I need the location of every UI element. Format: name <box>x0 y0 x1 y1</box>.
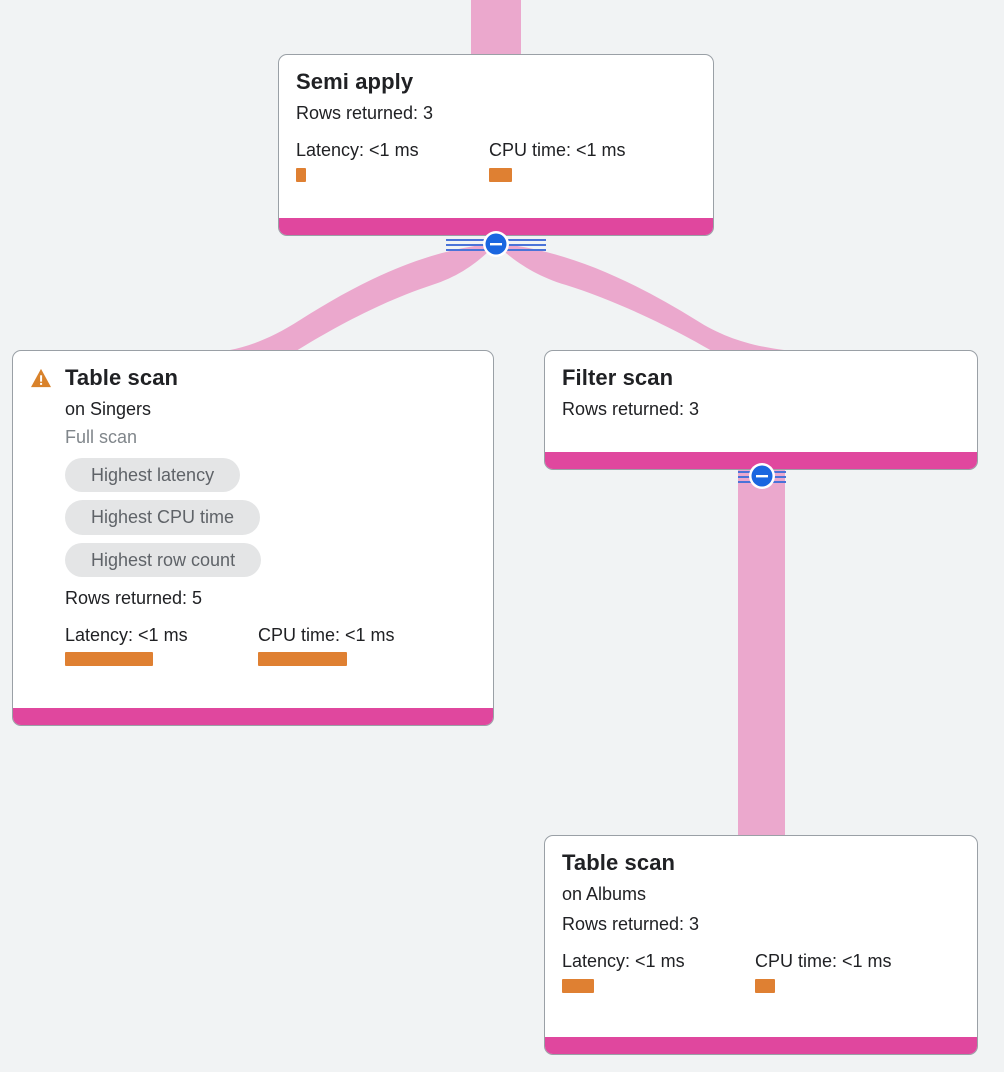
node-filter-scan[interactable]: Filter scan Rows returned: 3 <box>544 350 978 470</box>
metric-bar-cpu-time <box>755 978 775 993</box>
node-status-bar <box>545 1037 977 1054</box>
node-title: Table scan <box>65 365 179 390</box>
minus-icon <box>490 243 502 246</box>
rows-returned: Rows returned: 3 <box>562 914 700 935</box>
metrics-row: Latency: <1 ms CPU time: <1 ms <box>65 625 476 667</box>
metric-latency: Latency: <1 ms <box>65 625 258 667</box>
node-title-row: Semi apply <box>296 69 696 94</box>
rows-returned: Rows returned: 3 <box>296 103 434 124</box>
node-details: on Singers Full scan Highest latency Hig… <box>30 396 476 667</box>
metric-cpu-time: CPU time: <1 ms <box>755 951 892 993</box>
rows-returned: Rows returned: 3 <box>562 399 700 420</box>
node-title: Filter scan <box>562 365 674 390</box>
collapse-toggle-semi-apply[interactable] <box>444 228 548 260</box>
metric-label: CPU time: <1 ms <box>755 951 892 972</box>
node-body: Table scan on Albums Rows returned: 3 La… <box>545 836 977 1037</box>
node-semi-apply[interactable]: Semi apply Rows returned: 3 Latency: <1 … <box>278 54 714 236</box>
metric-bar-cpu-time <box>489 167 512 182</box>
rows-returned: Rows returned: 5 <box>65 587 203 608</box>
metric-cpu-time: CPU time: <1 ms <box>258 625 395 667</box>
metric-latency: Latency: <1 ms <box>296 140 489 182</box>
edge-semi-apply-to-filter-scan <box>500 244 784 351</box>
badge-list: Highest latency Highest CPU time Highest… <box>65 458 476 577</box>
scan-target: on Singers <box>65 399 152 420</box>
node-table-scan-singers[interactable]: Table scan on Singers Full scan Highest … <box>12 350 494 726</box>
node-body: Table scan on Singers Full scan Highest … <box>13 351 493 708</box>
node-title: Table scan <box>562 850 676 875</box>
node-table-scan-albums[interactable]: Table scan on Albums Rows returned: 3 La… <box>544 835 978 1055</box>
node-body: Filter scan Rows returned: 3 <box>545 351 977 452</box>
node-status-bar <box>545 452 977 469</box>
node-status-bar <box>279 218 713 235</box>
warning-icon <box>31 368 51 387</box>
metric-cpu-time: CPU time: <1 ms <box>489 140 626 182</box>
metrics-row: Latency: <1 ms CPU time: <1 ms <box>562 951 960 993</box>
metric-bar-latency <box>562 978 594 993</box>
metric-label: Latency: <1 ms <box>296 140 419 161</box>
metric-latency: Latency: <1 ms <box>562 951 755 993</box>
node-status-bar <box>13 708 493 725</box>
metric-bar-latency <box>296 167 306 182</box>
node-title-row: Table scan <box>30 365 476 390</box>
node-title: Semi apply <box>296 69 414 94</box>
badge-highest-latency[interactable]: Highest latency <box>65 458 241 493</box>
node-title-row: Table scan <box>562 850 960 875</box>
edge-semi-apply-to-table-scan-singers <box>230 244 492 351</box>
scan-target: on Albums <box>562 884 647 905</box>
metric-label: Latency: <1 ms <box>562 951 685 972</box>
edge-root-to-semi-apply <box>471 0 521 56</box>
edge-filter-scan-to-table-scan-albums <box>738 470 785 850</box>
metric-label: Latency: <1 ms <box>65 624 188 645</box>
metric-label: CPU time: <1 ms <box>258 624 395 645</box>
minus-icon <box>756 475 768 478</box>
node-body: Semi apply Rows returned: 3 Latency: <1 … <box>279 55 713 218</box>
scan-type: Full scan <box>65 427 138 448</box>
metric-bar-cpu-time <box>258 652 347 667</box>
metric-label: CPU time: <1 ms <box>489 140 626 161</box>
metric-bar-latency <box>65 652 153 667</box>
metrics-row: Latency: <1 ms CPU time: <1 ms <box>296 140 696 182</box>
node-title-row: Filter scan <box>562 365 960 390</box>
badge-highest-row-count[interactable]: Highest row count <box>65 542 262 577</box>
badge-highest-cpu-time[interactable]: Highest CPU time <box>65 500 261 535</box>
collapse-toggle-filter-scan[interactable] <box>710 460 814 492</box>
